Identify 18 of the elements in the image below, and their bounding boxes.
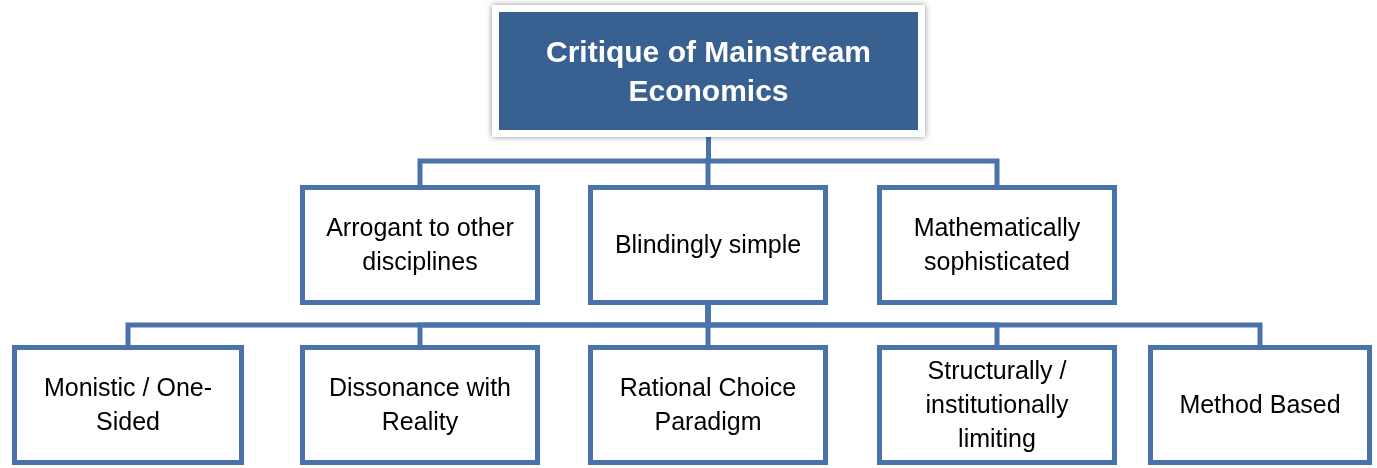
category-box	[12, 345, 244, 465]
category-box	[300, 345, 540, 465]
category-box	[588, 345, 828, 465]
node-text: Blindingly simple	[614, 229, 802, 261]
title-text: Critique of Mainstream Economics	[544, 34, 873, 109]
node-text: Method Based	[1179, 389, 1341, 421]
category-box	[300, 185, 540, 305]
category-box	[1148, 345, 1372, 465]
node-text: Rational Choice Paradigm	[618, 372, 798, 437]
node-text: Monistic / One-Sided	[42, 372, 214, 437]
category-box	[877, 345, 1117, 465]
connector-line	[705, 305, 1263, 345]
node-text: Arrogant to other disciplines	[325, 212, 515, 277]
node-text: Structurally / institutionally limiting	[924, 355, 1070, 454]
category-box	[588, 185, 828, 305]
node-text: Mathematically sophisticated	[912, 212, 1082, 277]
node-text: Dissonance with Reality	[328, 372, 512, 437]
category-box	[877, 185, 1117, 305]
